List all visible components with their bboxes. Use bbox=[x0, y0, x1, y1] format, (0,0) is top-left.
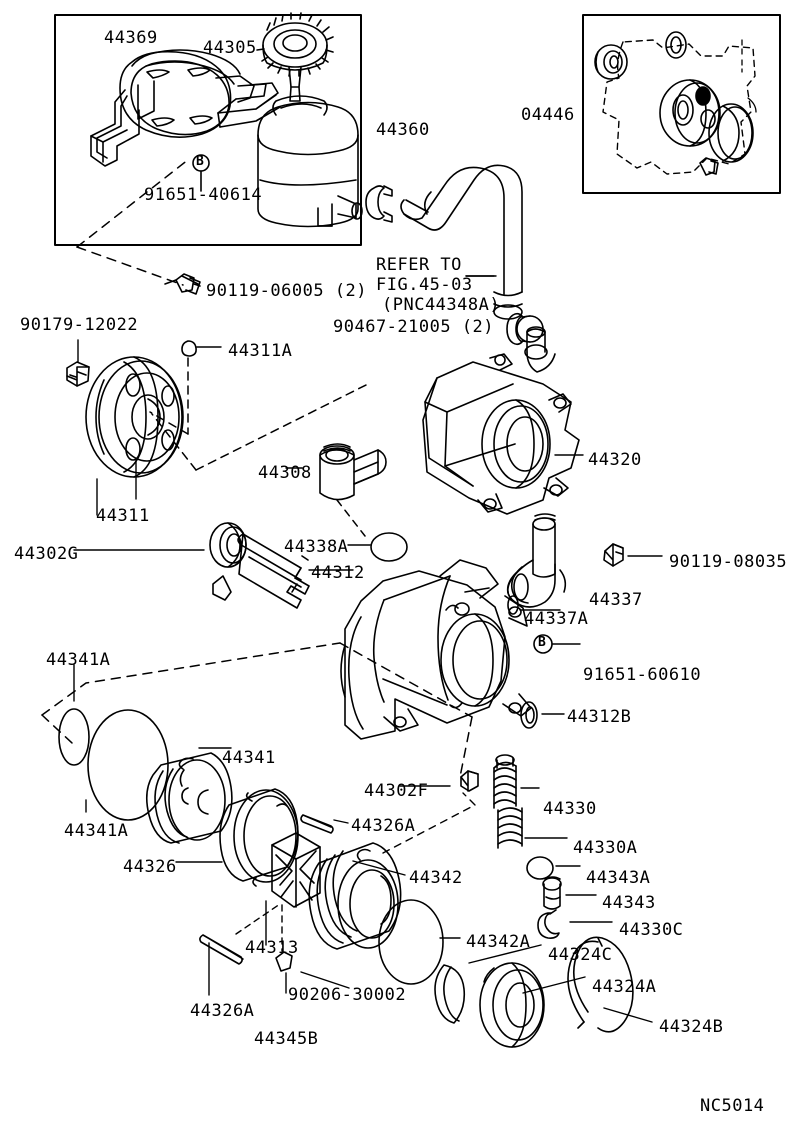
part-label-44305[interactable]: 44305 bbox=[203, 38, 257, 58]
part-label-90119-08035[interactable]: 90119-08035 bbox=[669, 552, 788, 572]
part-label-44342a[interactable]: 44342A bbox=[466, 932, 531, 952]
part-label-44330a[interactable]: 44330A bbox=[573, 838, 638, 858]
refer-to-note-line1: REFER TO bbox=[376, 255, 462, 275]
refer-to-note-line2: FIG.45-03 bbox=[376, 275, 473, 295]
part-label-44324c[interactable]: 44324C bbox=[548, 945, 613, 965]
callout-badge-b: B bbox=[538, 635, 547, 650]
part-label-44311[interactable]: 44311 bbox=[96, 506, 150, 526]
part-label-44313[interactable]: 44313 bbox=[245, 938, 299, 958]
part-label-90206-30002[interactable]: 90206-30002 bbox=[288, 985, 407, 1005]
part-label-44330[interactable]: 44330 bbox=[543, 799, 597, 819]
part-label-44360[interactable]: 44360 bbox=[376, 120, 430, 140]
part-label-04446[interactable]: 04446 bbox=[521, 105, 575, 125]
part-label-44312b[interactable]: 44312B bbox=[567, 707, 632, 727]
part-label-44326a[interactable]: 44326A bbox=[190, 1001, 255, 1021]
part-label-44312[interactable]: 44312 bbox=[311, 563, 365, 583]
part-label-44338a[interactable]: 44338A bbox=[284, 537, 349, 557]
part-label-44369[interactable]: 44369 bbox=[104, 28, 158, 48]
part-label-44302g[interactable]: 44302G bbox=[14, 544, 79, 564]
refer-to-note-line3: (PNC44348A) bbox=[382, 295, 501, 315]
part-label-44320[interactable]: 44320 bbox=[588, 450, 642, 470]
part-label-44343a[interactable]: 44343A bbox=[586, 868, 651, 888]
part-label-44326a[interactable]: 44326A bbox=[351, 816, 416, 836]
part-label-91651-40614[interactable]: 91651-40614 bbox=[144, 185, 263, 205]
part-label-nc5014[interactable]: NC5014 bbox=[700, 1096, 765, 1116]
part-label-44324b[interactable]: 44324B bbox=[659, 1017, 724, 1037]
part-label-44342[interactable]: 44342 bbox=[409, 868, 463, 888]
part-label-44345b[interactable]: 44345B bbox=[254, 1029, 319, 1049]
part-label-44341a[interactable]: 44341A bbox=[64, 821, 129, 841]
part-label-44324a[interactable]: 44324A bbox=[592, 977, 657, 997]
part-label-91651-60610[interactable]: 91651-60610 bbox=[583, 665, 702, 685]
part-label-44302f[interactable]: 44302F bbox=[364, 781, 429, 801]
part-label-90467-21005-2-[interactable]: 90467-21005 (2) bbox=[333, 317, 495, 337]
part-label-90119-06005-2-[interactable]: 90119-06005 (2) bbox=[206, 281, 368, 301]
part-label-44341[interactable]: 44341 bbox=[222, 748, 276, 768]
part-label-44337a[interactable]: 44337A bbox=[524, 609, 589, 629]
callout-badge-b: B bbox=[196, 154, 205, 169]
part-label-44341a[interactable]: 44341A bbox=[46, 650, 111, 670]
part-label-44308[interactable]: 44308 bbox=[258, 463, 312, 483]
part-label-44330c[interactable]: 44330C bbox=[619, 920, 684, 940]
part-label-44337[interactable]: 44337 bbox=[589, 590, 643, 610]
part-label-44311a[interactable]: 44311A bbox=[228, 341, 293, 361]
part-label-90179-12022[interactable]: 90179-12022 bbox=[20, 315, 139, 335]
part-label-44343[interactable]: 44343 bbox=[602, 893, 656, 913]
part-label-44326[interactable]: 44326 bbox=[123, 857, 177, 877]
